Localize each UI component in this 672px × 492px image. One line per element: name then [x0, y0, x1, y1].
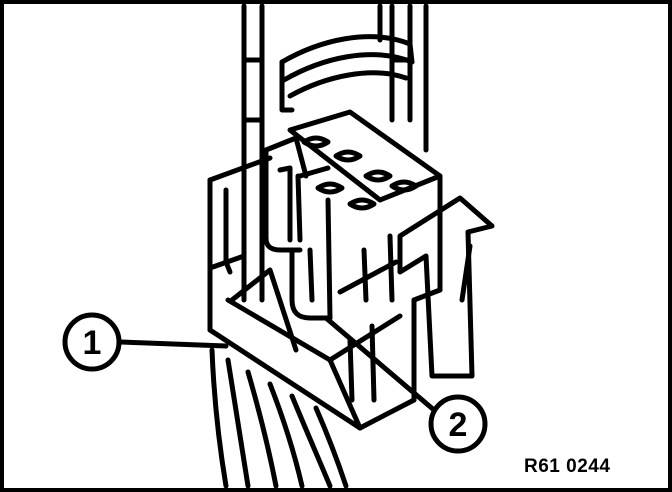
callout-2-label: 2: [449, 406, 468, 444]
connector-top-face: [287, 109, 443, 211]
wire-bundle-top: [279, 34, 415, 113]
vertical-rail: [241, 4, 429, 189]
callout-1: [62, 312, 229, 372]
connector-housing: [207, 155, 443, 431]
connector-drawing: 1 2: [62, 4, 495, 488]
wire-bundle-bottom: [209, 347, 349, 488]
callout-2: [323, 315, 488, 454]
locking-lever: [263, 135, 333, 321]
callout-1-label: 1: [83, 324, 102, 362]
direction-arrow: [397, 195, 495, 379]
reference-code: R61 0244: [524, 456, 611, 477]
